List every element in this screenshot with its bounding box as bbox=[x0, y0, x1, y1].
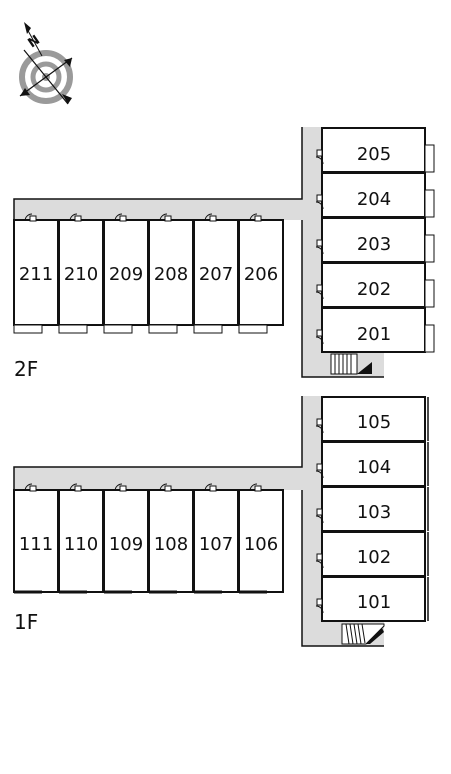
unit-202[interactable]: 202 bbox=[315, 262, 435, 308]
unit-110[interactable]: 110 bbox=[58, 483, 104, 594]
unit-label: 108 bbox=[154, 534, 188, 555]
unit-label: 209 bbox=[109, 264, 143, 285]
unit-label: 107 bbox=[199, 534, 233, 555]
unit-109[interactable]: 109 bbox=[103, 483, 149, 594]
unit-211[interactable]: 211 bbox=[13, 213, 59, 334]
unit-205[interactable]: 205 bbox=[315, 127, 435, 173]
floor-label: 2F bbox=[14, 357, 38, 381]
unit-label: 205 bbox=[357, 144, 391, 165]
unit-label: 103 bbox=[357, 502, 391, 523]
unit-label: 104 bbox=[357, 457, 391, 478]
unit-106[interactable]: 106 bbox=[238, 483, 284, 594]
unit-206[interactable]: 206 bbox=[238, 213, 284, 334]
unit-label: 201 bbox=[357, 324, 391, 345]
unit-label: 207 bbox=[199, 264, 233, 285]
unit-label: 110 bbox=[64, 534, 98, 555]
unit-107[interactable]: 107 bbox=[193, 483, 239, 594]
unit-label: 210 bbox=[64, 264, 98, 285]
unit-209[interactable]: 209 bbox=[103, 213, 149, 334]
unit-111[interactable]: 111 bbox=[13, 483, 59, 594]
unit-207[interactable]: 207 bbox=[193, 213, 239, 334]
unit-label: 204 bbox=[357, 189, 391, 210]
floor-2f: 211 210 209 208 207 bbox=[13, 127, 435, 381]
unit-label: 101 bbox=[357, 592, 391, 613]
unit-201[interactable]: 201 bbox=[315, 307, 435, 353]
unit-label: 211 bbox=[19, 264, 53, 285]
unit-label: 111 bbox=[19, 534, 53, 555]
floor-label: 1F bbox=[14, 610, 38, 634]
unit-210[interactable]: 210 bbox=[58, 213, 104, 334]
unit-208[interactable]: 208 bbox=[148, 213, 194, 334]
unit-label: 208 bbox=[154, 264, 188, 285]
unit-label: 106 bbox=[244, 534, 278, 555]
unit-label: 203 bbox=[357, 234, 391, 255]
unit-label: 202 bbox=[357, 279, 391, 300]
unit-204[interactable]: 204 bbox=[315, 172, 435, 218]
compass-north-label: N bbox=[25, 33, 43, 52]
unit-105[interactable]: 105 bbox=[315, 396, 429, 442]
unit-label: 105 bbox=[357, 412, 391, 433]
floor-1f: 111 110 109 108 107 bbox=[13, 396, 429, 647]
stairs-icon-1f bbox=[341, 623, 385, 645]
unit-102[interactable]: 102 bbox=[315, 531, 429, 577]
compass-icon: N bbox=[19, 22, 73, 105]
unit-label: 109 bbox=[109, 534, 143, 555]
unit-label: 102 bbox=[357, 547, 391, 568]
unit-203[interactable]: 203 bbox=[315, 217, 435, 263]
unit-103[interactable]: 103 bbox=[315, 486, 429, 532]
unit-101[interactable]: 101 bbox=[315, 576, 429, 622]
stairs-icon-2f bbox=[330, 353, 372, 375]
unit-108[interactable]: 108 bbox=[148, 483, 194, 594]
unit-label: 206 bbox=[244, 264, 278, 285]
unit-104[interactable]: 104 bbox=[315, 441, 429, 487]
